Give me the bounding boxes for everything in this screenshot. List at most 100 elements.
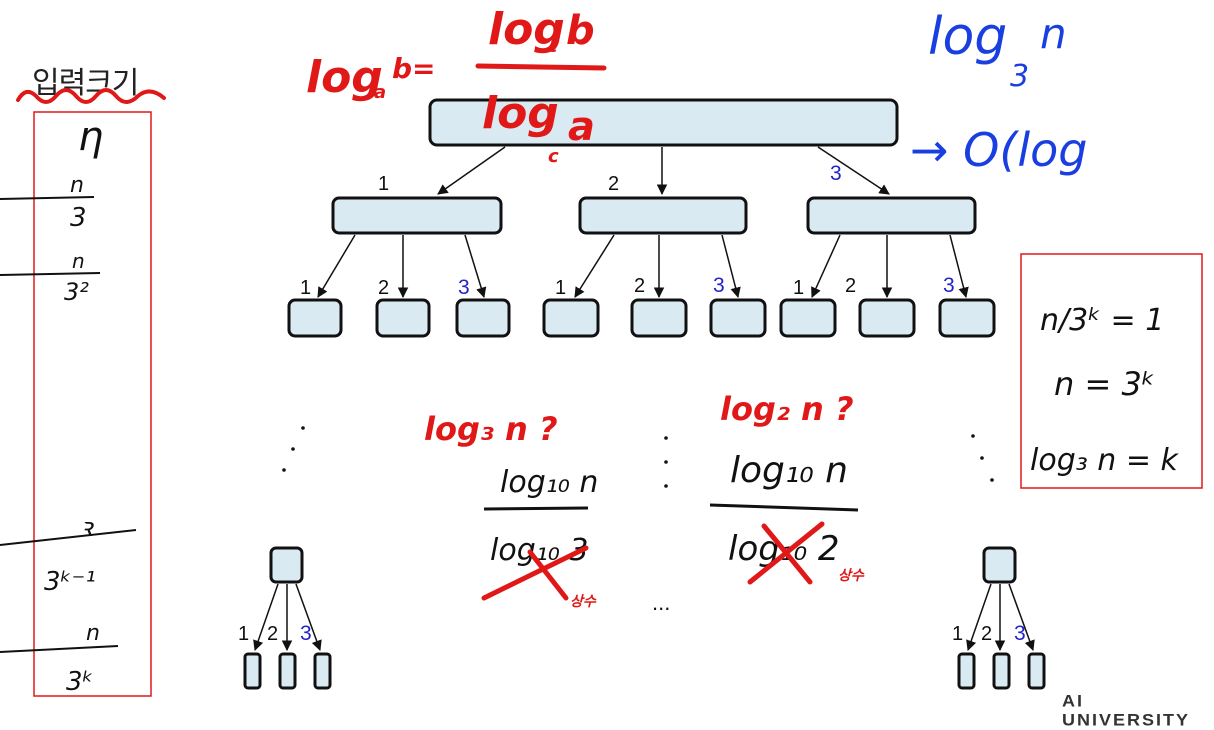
level1-label-3: 3 [830, 162, 842, 185]
leafR-node-1 [957, 652, 976, 690]
tree-root-node [428, 98, 899, 147]
size-n-over-3k-num: n [86, 621, 100, 646]
leafL-label-1: 1 [238, 623, 249, 645]
level2-node-a3 [455, 298, 511, 338]
input-size-frame [33, 111, 152, 697]
size-n-over-3k-den: 3ᵏ [66, 667, 94, 697]
size-n-over-3k1-bar [0, 529, 137, 546]
size-n-over-3-bar [0, 196, 95, 200]
level2-node-b2 [630, 298, 688, 338]
input-size-title: 입력크기 [32, 66, 139, 101]
edge-l1a-1 [317, 234, 356, 298]
frac-left-num: log₁₀ n [500, 465, 598, 500]
edge-leafL-3 [295, 583, 322, 651]
level2-label-c3: 3 [943, 274, 955, 297]
level2-node-b1 [542, 298, 600, 338]
red-formula-bar [475, 63, 607, 71]
level2-node-a2 [375, 298, 431, 338]
leafR-label-2: 2 [981, 623, 992, 645]
level1-node-1 [331, 196, 503, 235]
frac-left-strike-b [527, 549, 569, 601]
edge-root-child1 [437, 146, 506, 195]
frac-right-num: log₁₀ n [730, 450, 848, 491]
leafR-label-1: 1 [952, 623, 963, 645]
leafL-node-2 [278, 652, 297, 690]
level1-node-3 [806, 196, 977, 235]
size-n-over-3k-bar [0, 645, 119, 653]
red-log3n-question: log₃ n ? [424, 410, 558, 448]
red-const-left: 상수 [570, 594, 597, 610]
level2-label-a3: 3 [458, 276, 470, 299]
size-n-over-3-den: 3 [70, 203, 87, 233]
derivation-frame [1020, 253, 1203, 489]
leafR-node-3 [1027, 652, 1046, 690]
leafL-label-2: 2 [267, 623, 278, 645]
edge-l1a-3 [464, 234, 487, 299]
blue-log3n-arg: n [1040, 9, 1067, 58]
level2-node-c3 [938, 298, 996, 338]
leaf-parent-right [982, 546, 1017, 584]
frac-left-bar [483, 506, 589, 511]
edge-leafR-3 [1008, 583, 1035, 651]
size-n: η [78, 114, 103, 160]
level1-label-1: 1 [378, 173, 389, 195]
red-formula-den-arg: a [568, 104, 595, 150]
level2-node-b3 [709, 298, 767, 338]
frac-right-bar [709, 503, 859, 512]
size-n-over-3k1-den: 3ᵏ⁻¹ [44, 567, 96, 597]
red-formula-lhs-base: a [374, 82, 386, 103]
red-formula-num: log [488, 4, 565, 55]
red-formula-num-arg: b [566, 8, 595, 54]
leaf-parent-left [269, 546, 304, 584]
edge-l1b-3 [721, 234, 741, 299]
edge-l1b-1 [574, 234, 615, 298]
red-formula-num-base: c [548, 37, 558, 56]
blue-log3n-base: 3 [1010, 59, 1029, 94]
leafL-node-3 [313, 652, 332, 690]
size-n-over-3k1-num: ꝛ [80, 513, 95, 543]
continuation-dots-mid [664, 436, 668, 488]
continuation-dots-right [971, 434, 994, 482]
edge-l1c-3 [949, 234, 969, 299]
blue-big-o: → O(log [910, 123, 1087, 177]
derivation-line3: log₃ n = k [1030, 443, 1180, 478]
red-formula-lhs-arg: b= [392, 52, 436, 85]
level1-label-2: 2 [608, 173, 619, 195]
size-n-over-3-num: n [70, 173, 84, 198]
level2-label-b1: 1 [555, 277, 566, 299]
red-underline-squiggle [16, 88, 166, 104]
brand-logo: AI UNIVERSITY [1062, 692, 1191, 729]
level2-node-c2 [858, 298, 916, 338]
derivation-line2: n = 3ᵏ [1054, 365, 1155, 403]
edge-leafR-1 [966, 583, 992, 651]
leafR-node-2 [992, 652, 1011, 690]
red-formula-den-base: c [548, 146, 559, 167]
edge-root-child3 [817, 146, 890, 195]
red-log2n-question: log₂ n ? [720, 390, 854, 428]
blue-log3n-log: log [928, 7, 1007, 67]
level2-label-c2: 2 [845, 275, 856, 297]
level2-label-b2: 2 [634, 275, 645, 297]
derivation-line1: n/3ᵏ = 1 [1040, 303, 1164, 338]
continuation-dots-left [282, 426, 305, 472]
red-formula-den: log [482, 88, 559, 139]
level2-label-a1: 1 [300, 277, 311, 299]
size-n-over-9-num: n [72, 249, 85, 273]
frac-left-strike-a [481, 545, 589, 601]
level1-node-2 [578, 196, 748, 235]
leafR-label-3: 3 [1014, 622, 1026, 645]
edge-l1c-1 [811, 234, 841, 298]
level2-node-c1 [779, 298, 837, 338]
edge-leafL-1 [253, 583, 279, 651]
size-n-over-9-bar [0, 272, 101, 276]
bottom-ellipsis: ... [652, 590, 670, 615]
level2-label-a2: 2 [378, 277, 389, 299]
frac-right-strike-b [761, 523, 813, 585]
leafL-label-3: 3 [300, 622, 312, 645]
level2-node-a1 [287, 298, 343, 338]
size-n-over-9-den: 3² [64, 278, 89, 306]
leafL-node-1 [243, 652, 262, 690]
red-const-right: 상수 [838, 568, 865, 584]
level2-label-c1: 1 [793, 277, 804, 299]
